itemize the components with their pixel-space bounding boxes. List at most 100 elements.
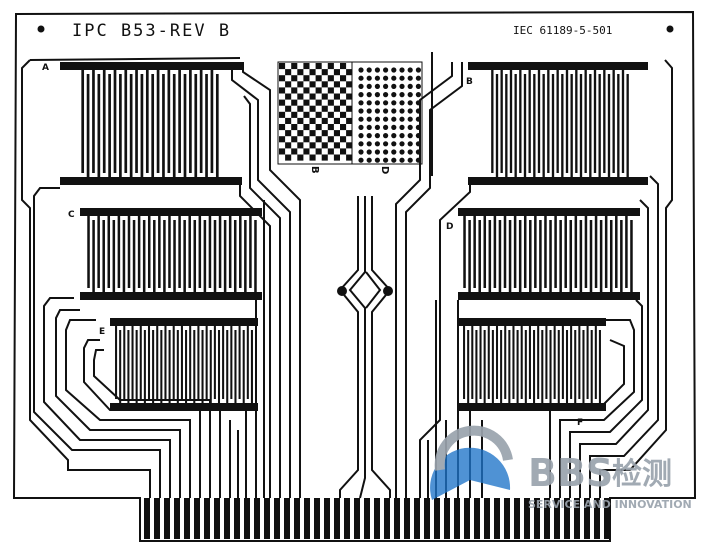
checker-pad bbox=[327, 99, 334, 106]
connector-finger bbox=[494, 498, 500, 539]
connector-finger bbox=[324, 498, 330, 539]
connector-finger bbox=[294, 498, 300, 539]
comb-pattern-d: D bbox=[446, 208, 640, 300]
bga-pad bbox=[383, 83, 389, 89]
bga-pad bbox=[415, 100, 421, 106]
checker-pad bbox=[346, 81, 353, 88]
bga-pad bbox=[407, 67, 413, 73]
bga-pad bbox=[391, 83, 397, 89]
checker-pad bbox=[327, 136, 334, 143]
bga-pad bbox=[391, 141, 397, 147]
bga-pad bbox=[415, 149, 421, 155]
connector-finger bbox=[284, 498, 290, 539]
connector-finger bbox=[534, 498, 540, 539]
comb-pattern-b: B bbox=[466, 62, 648, 185]
checker-pad bbox=[303, 75, 310, 82]
connector-finger bbox=[194, 498, 200, 539]
checker-pad bbox=[346, 130, 353, 137]
checker-pad bbox=[303, 63, 310, 70]
checker-pad bbox=[315, 75, 322, 82]
checker-pad bbox=[279, 111, 286, 118]
bga-pad bbox=[374, 116, 380, 122]
watermark-logo: BBS 检测 SERVICE AND INNOVATION bbox=[430, 425, 692, 511]
connector-finger bbox=[144, 498, 150, 539]
bga-pad bbox=[415, 141, 421, 147]
checker-pad bbox=[297, 142, 304, 149]
bga-pad bbox=[407, 100, 413, 106]
connector-finger bbox=[384, 498, 390, 539]
bga-pad bbox=[399, 108, 405, 114]
bga-pad bbox=[391, 116, 397, 122]
bga-pad bbox=[415, 157, 421, 163]
bga-pad bbox=[407, 124, 413, 130]
bga-pad bbox=[407, 149, 413, 155]
board-title: IPC B53-REV B bbox=[72, 21, 231, 41]
checker-pad bbox=[297, 81, 304, 88]
checker-pad bbox=[321, 105, 328, 112]
checker-pad bbox=[346, 93, 353, 100]
checker-pad bbox=[279, 99, 286, 106]
checker-pad bbox=[321, 142, 328, 149]
pattern-label-g: B bbox=[309, 166, 320, 174]
bga-pad bbox=[358, 92, 364, 98]
checker-pad bbox=[309, 117, 316, 124]
checker-pad bbox=[297, 154, 304, 161]
standard-label: IEC 61189-5-501 bbox=[513, 24, 612, 37]
bga-pad bbox=[358, 75, 364, 81]
watermark-brand: BBS bbox=[528, 451, 613, 495]
checker-pad bbox=[340, 87, 347, 94]
bga-pad bbox=[415, 133, 421, 139]
checker-pad bbox=[303, 87, 310, 94]
checker-pad bbox=[321, 117, 328, 124]
checker-pad bbox=[333, 81, 340, 88]
checker-pad bbox=[291, 87, 298, 94]
bga-pad bbox=[391, 75, 397, 81]
checker-pad bbox=[333, 130, 340, 137]
connector-finger bbox=[424, 498, 430, 539]
bga-pad bbox=[399, 75, 405, 81]
bga-pad bbox=[407, 83, 413, 89]
checker-pad bbox=[279, 124, 286, 131]
connector-finger bbox=[594, 498, 600, 539]
bga-pad bbox=[366, 149, 372, 155]
checker-pad bbox=[346, 142, 353, 149]
edge-connector-fingers bbox=[144, 498, 610, 539]
checker-pad bbox=[285, 69, 292, 76]
connector-finger bbox=[184, 498, 190, 539]
connector-finger bbox=[514, 498, 520, 539]
bga-pad bbox=[391, 133, 397, 139]
bga-pad bbox=[407, 92, 413, 98]
bga-pad bbox=[374, 124, 380, 130]
checker-pad bbox=[333, 154, 340, 161]
checker-pad bbox=[285, 105, 292, 112]
connector-finger bbox=[374, 498, 380, 539]
connector-finger bbox=[264, 498, 270, 539]
checker-pad bbox=[333, 69, 340, 76]
checker-pad bbox=[327, 124, 334, 131]
connector-finger bbox=[604, 498, 610, 539]
bga-pad bbox=[399, 67, 405, 73]
checker-pad bbox=[340, 124, 347, 131]
checker-pad bbox=[291, 75, 298, 82]
comb-pattern-c: C bbox=[68, 208, 262, 300]
checker-pad bbox=[340, 111, 347, 118]
bga-pad bbox=[399, 92, 405, 98]
bga-pad bbox=[366, 157, 372, 163]
checker-pad bbox=[285, 81, 292, 88]
bga-pad bbox=[358, 67, 364, 73]
checker-pad bbox=[291, 111, 298, 118]
bga-pad bbox=[374, 108, 380, 114]
connector-finger bbox=[214, 498, 220, 539]
checker-pad bbox=[309, 130, 316, 137]
bga-pad bbox=[374, 100, 380, 106]
checker-pad bbox=[303, 124, 310, 131]
connector-finger bbox=[274, 498, 280, 539]
connector-finger bbox=[414, 498, 420, 539]
bga-pad bbox=[366, 141, 372, 147]
bga-pad bbox=[407, 75, 413, 81]
bga-pad bbox=[383, 124, 389, 130]
checker-pad bbox=[327, 63, 334, 70]
bga-pad bbox=[399, 116, 405, 122]
checker-pad bbox=[327, 111, 334, 118]
bga-pad bbox=[383, 92, 389, 98]
